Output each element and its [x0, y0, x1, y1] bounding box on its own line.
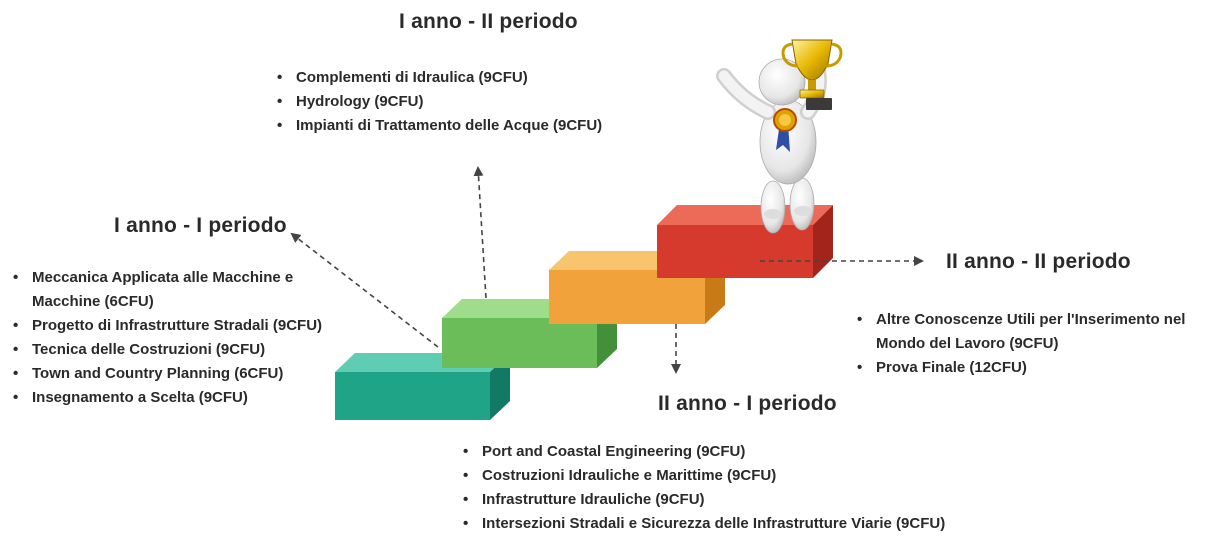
arrow-to-y1p2 — [473, 166, 487, 299]
list-item: Tecnica delle Costruzioni (9CFU) — [10, 338, 346, 362]
course-list-y2p2: Altre Conoscenze Utili per l'Inserimento… — [854, 308, 1204, 380]
list-item: Hydrology (9CFU) — [274, 90, 694, 114]
step-4-block — [657, 205, 833, 278]
period-title-y2p1: II anno - I periodo — [658, 392, 837, 415]
list-item: Altre Conoscenze Utili per l'Inserimento… — [854, 308, 1204, 356]
list-item: Town and Country Planning (6CFU) — [10, 362, 346, 386]
list-item: Infrastrutture Idrauliche (9CFU) — [460, 488, 1060, 512]
list-item: Port and Coastal Engineering (9CFU) — [460, 440, 1060, 464]
course-list-y2p1: Port and Coastal Engineering (9CFU) Cost… — [460, 440, 1060, 536]
list-item: Intersezioni Stradali e Sicurezza delle … — [460, 512, 1060, 536]
period-title-y1p2: I anno - II periodo — [399, 10, 578, 33]
course-list-y1p1: Meccanica Applicata alle Macchine e Macc… — [10, 266, 346, 410]
period-title-y2p2: II anno - II periodo — [946, 250, 1131, 273]
list-item: Prova Finale (12CFU) — [854, 356, 1204, 380]
list-item: Meccanica Applicata alle Macchine e Macc… — [10, 266, 346, 314]
list-item: Progetto di Infrastrutture Stradali (9CF… — [10, 314, 346, 338]
list-item: Impianti di Trattamento delle Acque (9CF… — [274, 114, 694, 138]
period-title-y1p1: I anno - I periodo — [114, 214, 287, 237]
list-item: Complementi di Idraulica (9CFU) — [274, 66, 694, 90]
medal-icon — [773, 108, 797, 152]
trophy-icon — [781, 39, 843, 110]
course-list-y1p2: Complementi di Idraulica (9CFU) Hydrolog… — [274, 66, 694, 138]
list-item: Costruzioni Idrauliche e Marittime (9CFU… — [460, 464, 1060, 488]
arrow-to-y1p1 — [290, 232, 439, 348]
list-item: Insegnamento a Scelta (9CFU) — [10, 386, 346, 410]
